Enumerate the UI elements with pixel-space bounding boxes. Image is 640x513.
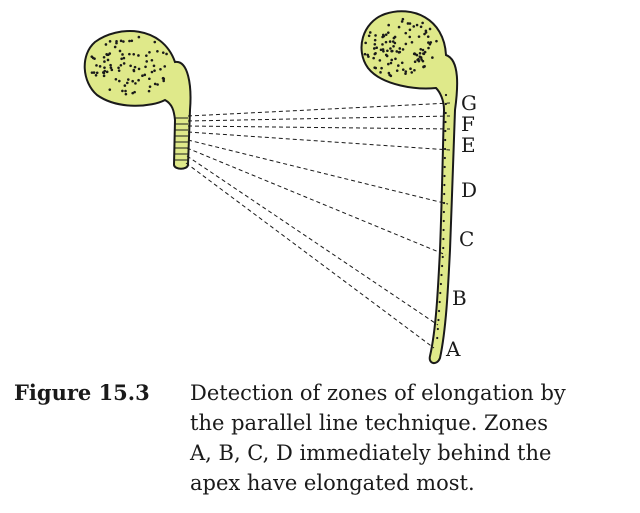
parallel-lines	[185, 102, 451, 349]
zone-label-a: A	[445, 337, 461, 361]
caption-line: the parallel line technique. Zones	[190, 411, 549, 435]
caption-line: apex have elongated most.	[190, 471, 475, 495]
seedling-after	[360, 10, 459, 364]
elongation-diagram: G F E D C B A	[83, 10, 477, 364]
zone-label-b: B	[452, 286, 467, 310]
zone-label-f: F	[461, 112, 475, 136]
caption-line: Detection of zones of elongation by	[190, 381, 566, 405]
zone-label-c: C	[459, 227, 474, 251]
zone-label-g: G	[461, 91, 477, 115]
zone-label-e: E	[461, 133, 476, 157]
caption-line: A, B, C, D immediately behind the	[190, 441, 552, 465]
zone-label-d: D	[461, 178, 477, 202]
seedling-before	[83, 30, 192, 170]
figure-label: Figure 15.3	[14, 380, 150, 405]
